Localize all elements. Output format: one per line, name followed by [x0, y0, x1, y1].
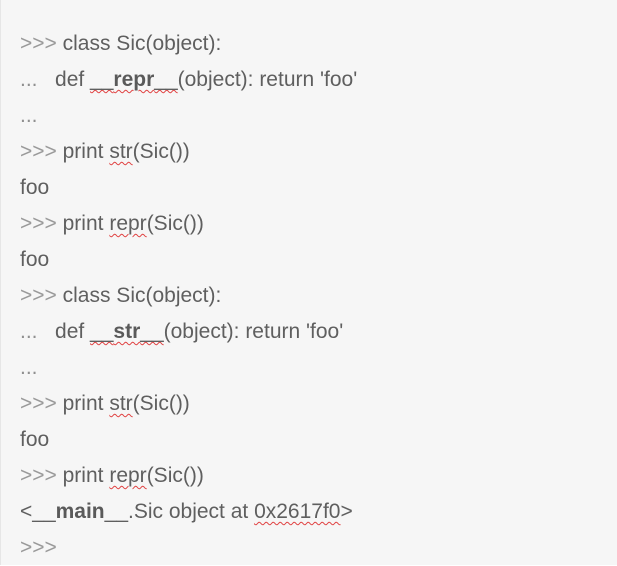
code-text: < — [20, 500, 33, 523]
code-text: (object): return 'foo' — [163, 320, 344, 343]
input-line: >>> print str(Sic()) — [20, 134, 357, 170]
input-line: >>> print repr(Sic()) — [20, 206, 357, 242]
prompt: >>> — [20, 464, 57, 487]
spell-flagged-token: repr — [109, 464, 147, 487]
spell-flagged-token: 0x2617f0 — [254, 500, 341, 523]
spell-flagged-token: str — [109, 140, 133, 163]
continuation-prompt: ... — [20, 356, 38, 379]
output-line: foo — [20, 170, 357, 206]
continuation-prompt: ... — [20, 104, 38, 127]
input-line: >>> print repr(Sic()) — [20, 458, 357, 494]
continuation-line: ... — [20, 350, 357, 386]
code-text: .Sic object at — [128, 500, 255, 523]
code-text: def — [37, 68, 91, 91]
code-text: foo — [20, 428, 50, 451]
code-text: def — [37, 320, 91, 343]
code-text: (Sic()) — [146, 212, 204, 235]
spell-flagged-token: __repr__ — [90, 68, 178, 91]
spell-flagged-token: str — [109, 392, 133, 415]
continuation-prompt: ... — [20, 68, 38, 91]
continuation-line: ... — [20, 98, 357, 134]
python-session: >>> class Sic(object):... def __repr__(o… — [20, 26, 357, 566]
output-line: <__main__.Sic object at 0x2617f0> — [20, 494, 357, 530]
code-text: print — [56, 464, 110, 487]
code-text: (Sic()) — [132, 392, 190, 415]
code-text: print — [56, 392, 110, 415]
prompt: >>> — [20, 284, 57, 307]
code-text: (Sic()) — [146, 464, 204, 487]
code-text: class Sic(object): — [56, 284, 222, 307]
continuation-line: ... def __str__(object): return 'foo' — [20, 314, 357, 350]
code-text: foo — [20, 176, 50, 199]
input-line: >>> print str(Sic()) — [20, 386, 357, 422]
prompt: >>> — [20, 212, 57, 235]
spell-flagged-token: repr — [109, 212, 147, 235]
prompt: >>> — [20, 536, 57, 559]
input-line: >>> class Sic(object): — [20, 26, 357, 62]
input-line: >>> class Sic(object): — [20, 278, 357, 314]
spell-flagged-token: __str__ — [90, 320, 164, 343]
code-text: __main__ — [32, 500, 128, 523]
output-line: foo — [20, 422, 357, 458]
output-line: foo — [20, 242, 357, 278]
code-text: > — [340, 500, 353, 523]
continuation-line: ... def __repr__(object): return 'foo' — [20, 62, 357, 98]
prompt: >>> — [20, 392, 57, 415]
code-text: foo — [20, 248, 50, 271]
continuation-prompt: ... — [20, 320, 38, 343]
code-text: (Sic()) — [132, 140, 190, 163]
code-text: print — [56, 140, 110, 163]
prompt: >>> — [20, 140, 57, 163]
code-text: (object): return 'foo' — [177, 68, 358, 91]
prompt: >>> — [20, 32, 57, 55]
code-text: print — [56, 212, 110, 235]
input-line: >>> — [20, 530, 357, 566]
code-text: class Sic(object): — [56, 32, 222, 55]
